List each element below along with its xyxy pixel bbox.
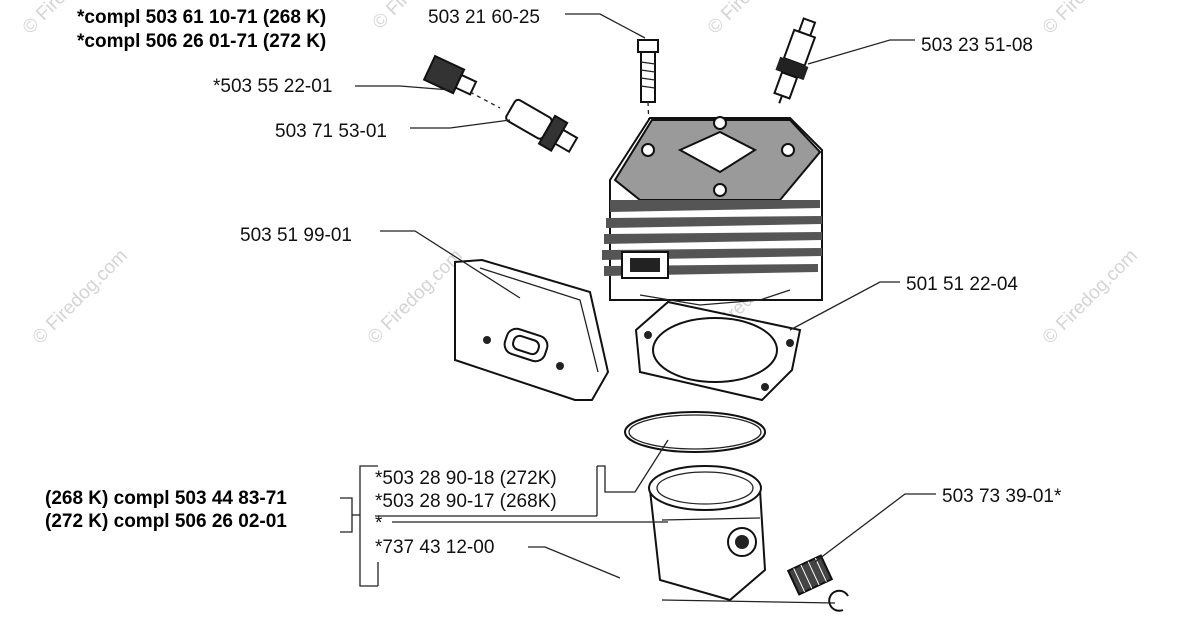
bolt-leader-line xyxy=(565,13,646,39)
piston-assembly-272k-label: (272 K) compl 506 26 02-01 xyxy=(45,511,287,532)
piston-ring-268k-part-number: *503 28 90-17 (268K) xyxy=(375,491,557,512)
needle-bearing-part-number: 503 73 39-01* xyxy=(942,486,1062,507)
piston-assembly-268k-label: (268 K) compl 503 44 83-71 xyxy=(45,488,287,509)
cylinder-gasket-part xyxy=(634,300,802,402)
cylinder-part xyxy=(602,116,823,306)
piston-pin-leader-line xyxy=(528,546,621,579)
cylinder-gasket-part-number: 501 51 22-04 xyxy=(906,274,1018,295)
piston-part xyxy=(648,465,767,602)
heat-shield-leader-line xyxy=(380,230,521,299)
piston-part-number: * xyxy=(375,513,383,534)
heat-shield-part xyxy=(454,258,610,401)
watermark: © Firedog.com xyxy=(364,245,467,348)
assembly-label-268k: *compl 503 61 10-71 (268 K) xyxy=(77,7,326,28)
spark-plug-part xyxy=(773,17,817,104)
watermark: © Firedog.com xyxy=(1039,245,1142,348)
assembly-label-272k: *compl 506 26 01-71 (272 K) xyxy=(77,31,326,52)
spark-plug-part-number: 503 23 51-08 xyxy=(921,35,1033,56)
bolt-part xyxy=(637,39,659,151)
circlip-leader-line xyxy=(661,599,836,604)
watermark: © Firedog.com xyxy=(704,0,807,39)
piston-ring-272k-part-number: *503 28 90-18 (272K) xyxy=(375,468,557,489)
decompression-valve-leader-line xyxy=(355,85,451,91)
needle-bearing-leader-line xyxy=(814,493,936,563)
decompression-valve-part xyxy=(422,54,478,96)
piston-group-bracket xyxy=(359,465,378,587)
watermark: © Firedog.com xyxy=(29,245,132,348)
piston-assembly-bracket xyxy=(340,497,353,533)
heat-shield-part-number: 503 51 99-01 xyxy=(240,225,352,246)
circlip-part xyxy=(828,589,849,612)
decompression-valve-part-number: *503 55 22-01 xyxy=(213,76,332,97)
needle-bearing-part xyxy=(786,554,834,596)
watermark: © Firedog.com xyxy=(1039,0,1142,39)
piston-ring-leader-line xyxy=(597,439,669,493)
valve-adapter-leader-line xyxy=(410,119,511,129)
spark-plug-leader-line xyxy=(807,39,915,65)
cylinder-gasket-leader-line xyxy=(789,281,900,331)
bolt-part-number: 503 21 60-25 xyxy=(428,7,540,28)
valve-adapter-part-number: 503 71 53-01 xyxy=(275,121,387,142)
valve-adapter-part xyxy=(505,98,579,154)
piston-pin-part-number: *737 43 12-00 xyxy=(375,537,494,558)
piston-ring-part xyxy=(624,411,766,453)
